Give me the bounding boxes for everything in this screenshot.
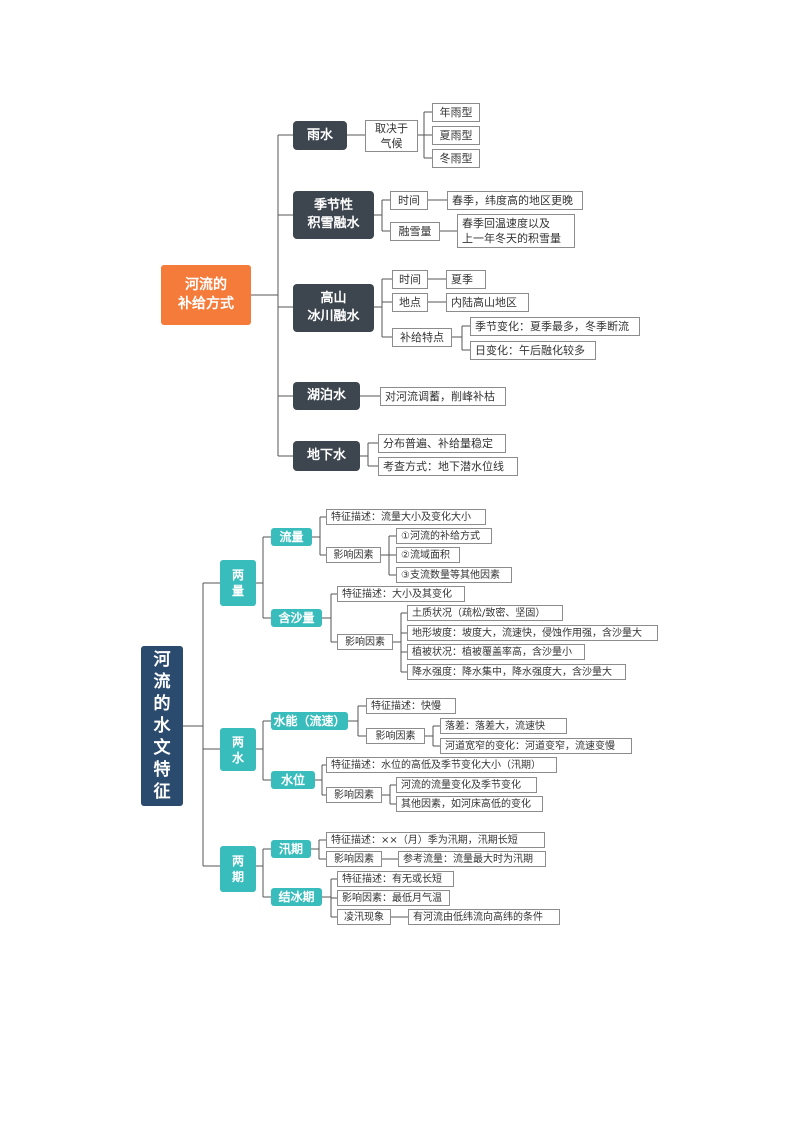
- sediment-feature: 特征描述：大小及其变化: [337, 586, 465, 602]
- water-energy-node: 水能（流速）: [271, 712, 348, 730]
- sediment-factor-rain: 降水强度：降水集中，降水强度大，含沙量大: [407, 664, 626, 680]
- rain-climate-label: 取决于 气候: [365, 120, 418, 152]
- snow-time-value: 春季，纬度高的地区更晚: [447, 191, 583, 210]
- glacier-place-label: 地点: [392, 293, 428, 312]
- flow-factor-2: ②流域面积: [396, 547, 460, 563]
- water-level-factor-1: 河流的流量变化及季节变化: [396, 777, 537, 793]
- glacier-time-value: 夏季: [446, 270, 486, 289]
- map1-root: 河流的 补给方式: [161, 265, 251, 325]
- flood-period-factor-label: 影响因素: [326, 851, 382, 867]
- flow-feature: 特征描述：流量大小及变化大小: [326, 509, 486, 525]
- ice-flood-label: 凌汛现象: [337, 909, 391, 925]
- water-energy-factor-width: 河道宽窄的变化：河道变窄，流速变慢: [440, 738, 632, 754]
- sediment-factor-soil: 土质状况（疏松/致密、坚固）: [407, 605, 563, 621]
- glacier-daily-value: 日变化：午后融化较多: [470, 341, 596, 360]
- sediment-factor-slope: 地形坡度：坡度大，流速快，侵蚀作用强，含沙量大: [407, 625, 658, 641]
- glacier-feature-label: 补给特点: [392, 328, 452, 347]
- flow-node: 流量: [271, 528, 312, 546]
- snow-time-label: 时间: [390, 191, 428, 210]
- glacier-seasonal-value: 季节变化：夏季最多，冬季断流: [470, 317, 640, 336]
- snow-amount-label: 融雪量: [390, 222, 440, 241]
- water-level-factor-label: 影响因素: [326, 787, 382, 803]
- flood-period-feature: 特征描述：××（月）季为汛期，汛期长短: [326, 832, 545, 848]
- sediment-factor-label: 影响因素: [337, 634, 393, 650]
- freeze-period-factor: 影响因素：最低月气温: [337, 890, 450, 906]
- freeze-period-feature: 特征描述：有无或长短: [337, 871, 454, 887]
- groundwater-value-1: 分布普遍、补给量稳定: [378, 434, 506, 453]
- snow-melt-node: 季节性 积雪融水: [293, 191, 374, 239]
- water-level-node: 水位: [271, 771, 315, 789]
- lake-value: 对河流调蓄，削峰补枯: [380, 387, 506, 406]
- glacier-place-value: 内陆高山地区: [446, 293, 529, 312]
- flow-factor-label: 影响因素: [326, 547, 381, 563]
- freeze-period-node: 结冰期: [271, 888, 322, 906]
- map2-root: 河 流 的 水 文 特 征: [141, 646, 183, 806]
- group-two-quantities: 两 量: [220, 560, 256, 606]
- groundwater-value-2: 考查方式：地下潜水位线: [378, 457, 518, 476]
- group-two-periods: 两 期: [220, 846, 256, 892]
- water-energy-feature: 特征描述：快慢: [366, 698, 456, 714]
- water-energy-factor-drop: 落差：落差大，流速快: [440, 718, 567, 734]
- lake-node: 湖泊水: [293, 382, 360, 410]
- ice-flood-value: 有河流由低纬流向高纬的条件: [408, 909, 560, 925]
- flow-factor-1: ①河流的补给方式: [396, 528, 492, 544]
- glacier-melt-node: 高山 冰川融水: [293, 284, 374, 332]
- sediment-factor-vegetation: 植被状况：植被覆盖率高，含沙量小: [407, 644, 585, 660]
- rain-type-annual: 年雨型: [432, 103, 480, 122]
- rain-type-winter: 冬雨型: [432, 149, 480, 168]
- flood-period-node: 汛期: [271, 840, 311, 858]
- water-level-feature: 特征描述：水位的高低及季节变化大小（汛期）: [326, 757, 557, 773]
- water-level-factor-2: 其他因素，如河床高低的变化: [396, 796, 543, 812]
- rain-type-summer: 夏雨型: [432, 126, 480, 145]
- flood-period-factor: 参考流量：流量最大时为汛期: [398, 851, 546, 867]
- flow-factor-3: ③支流数量等其他因素: [396, 567, 512, 583]
- sediment-node: 含沙量: [271, 609, 322, 627]
- snow-amount-value: 春季回温速度以及 上一年冬天的积雪量: [457, 214, 575, 248]
- water-energy-factor-label: 影响因素: [366, 728, 425, 744]
- glacier-time-label: 时间: [392, 270, 428, 289]
- groundwater-node: 地下水: [293, 441, 360, 471]
- group-two-waters: 两 水: [220, 728, 256, 771]
- rain-node: 雨水: [293, 121, 347, 150]
